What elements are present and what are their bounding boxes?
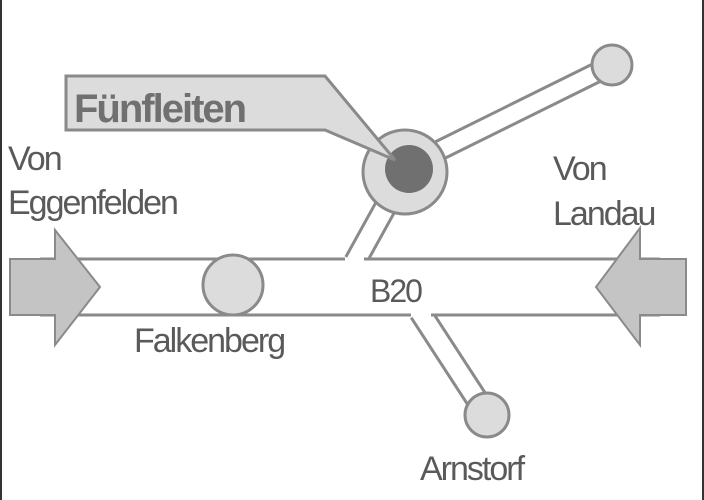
label-arnstorf: Arnstorf	[420, 450, 526, 488]
label-falkenberg: Falkenberg	[134, 322, 284, 360]
label-left-von: Von	[8, 140, 61, 178]
arrow-from-landau-icon	[594, 224, 687, 348]
label-fuenfleiten: Fünfleiten	[74, 87, 245, 131]
road-b20	[40, 257, 660, 317]
arrow-from-eggenfelden-icon	[9, 227, 102, 348]
node-northeast	[590, 43, 634, 87]
label-landau: Landau	[553, 195, 655, 233]
road-northeast	[409, 54, 623, 171]
node-arnstorf	[463, 391, 511, 439]
node-fuenfleiten-center	[385, 145, 433, 193]
node-falkenberg	[201, 253, 265, 317]
label-eggenfelden: Eggenfelden	[8, 184, 177, 222]
label-b20: B20	[370, 273, 422, 309]
callout-fuenfleiten	[64, 74, 397, 162]
label-right-von: Von	[553, 150, 606, 188]
